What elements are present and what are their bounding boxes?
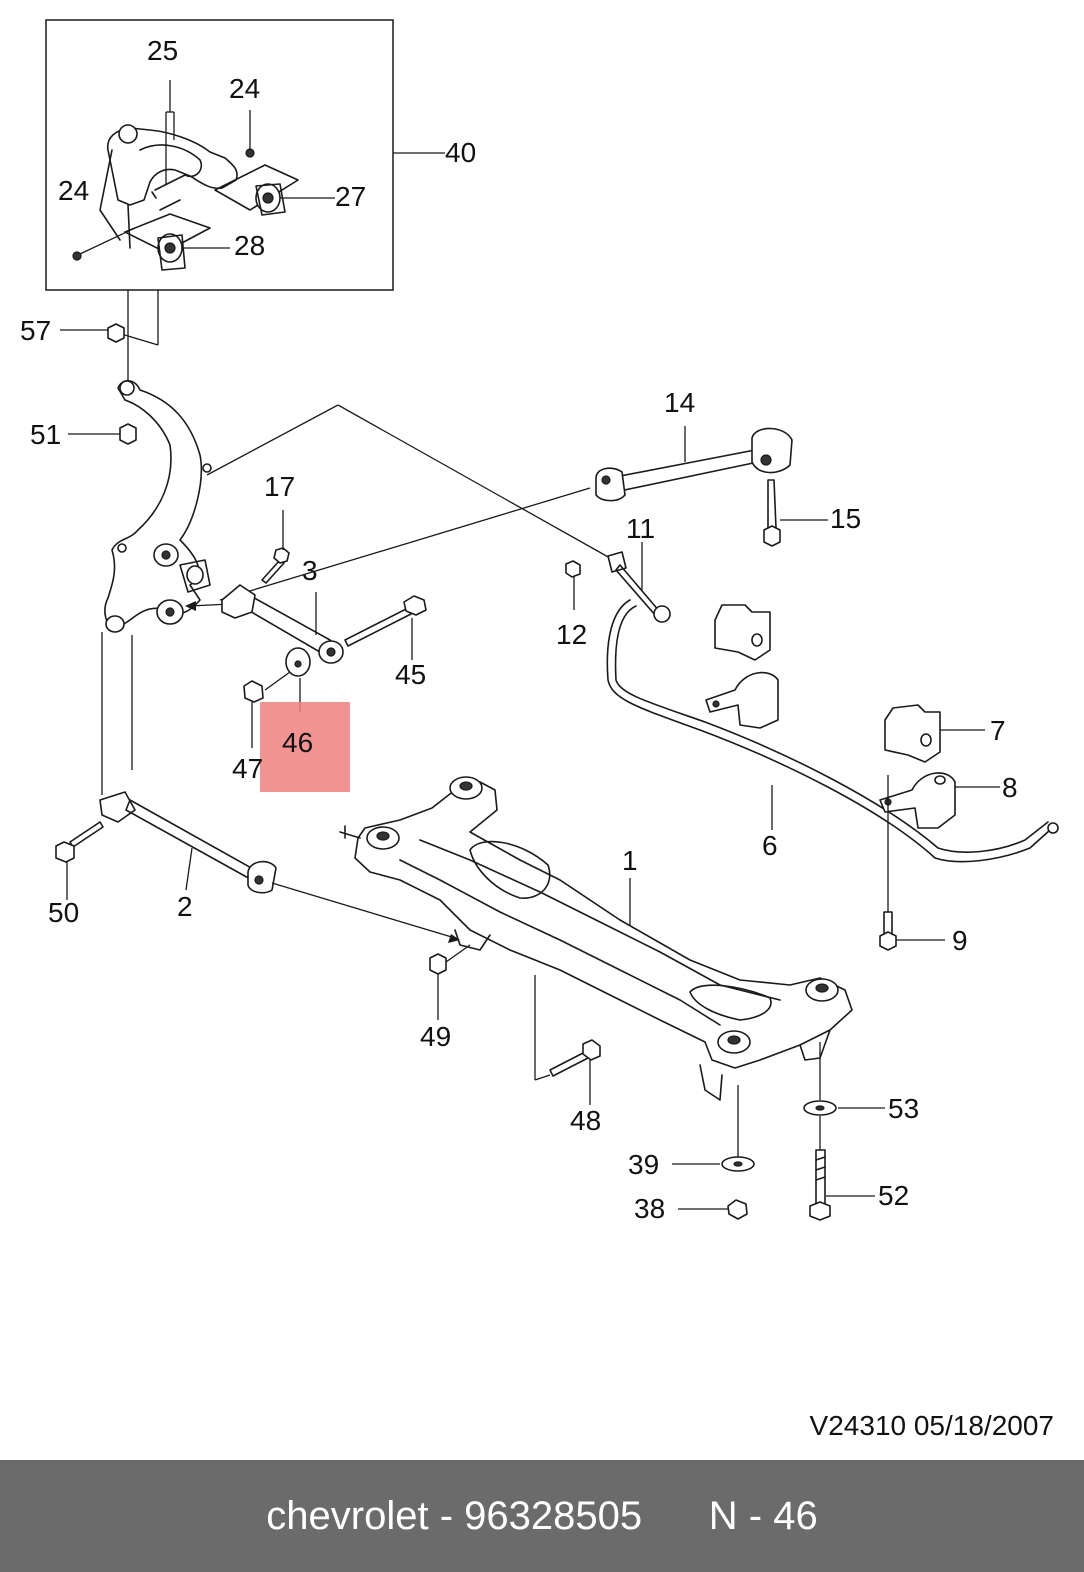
label-40: 40: [445, 137, 476, 168]
bracket-8: [879, 772, 1000, 829]
nut-49: [429, 944, 471, 1020]
footer-bar: chevrolet - 96328505 N - 46: [0, 1460, 1084, 1572]
washer-39: [672, 1085, 755, 1172]
label-24-lower: 24: [58, 175, 89, 206]
nut-51: [68, 423, 137, 445]
label-24-upper: 24: [229, 73, 260, 104]
label-50: 50: [48, 897, 79, 928]
label-17: 17: [264, 471, 295, 502]
footer-brand: chevrolet: [266, 1493, 429, 1538]
nut-38: [678, 1199, 748, 1220]
control-link-3: [221, 510, 344, 664]
trailing-link-2: [99, 632, 460, 943]
bolt-9: [879, 775, 945, 951]
label-45: 45: [395, 659, 426, 690]
label-7: 7: [990, 715, 1006, 746]
bolt-50: [55, 821, 104, 900]
nut-57: [60, 323, 125, 343]
label-49: 49: [420, 1021, 451, 1052]
bolt-15: [763, 479, 828, 547]
footer-callout: N - 46: [708, 1493, 818, 1538]
label-9: 9: [952, 925, 968, 956]
label-25: 25: [147, 35, 178, 66]
footer-gap: [642, 1494, 709, 1539]
label-27: 27: [335, 181, 366, 212]
exploded-parts-diagram: 25 24 40 24 27 28 57 14 51 17 15 11 3 12…: [20, 19, 1059, 1224]
footer-sep-1: -: [428, 1493, 465, 1538]
label-12: 12: [556, 619, 587, 650]
crossmember-1: [339, 776, 853, 1101]
knuckle: [104, 379, 231, 633]
stabilizer-bar-6: [606, 599, 1059, 863]
label-8: 8: [1002, 772, 1018, 803]
drawing-code: V24310 05/18/2007: [809, 1410, 1054, 1441]
label-53: 53: [888, 1093, 919, 1124]
highlight-box-46: [260, 702, 350, 792]
bushing-7: [884, 704, 985, 763]
bolt-48: [534, 975, 601, 1105]
footer-part-number: 96328505: [464, 1493, 643, 1538]
label-11: 11: [626, 513, 655, 544]
stabilizer-link-11: [565, 542, 671, 623]
label-57: 57: [20, 315, 51, 346]
bolt-52: [809, 1149, 875, 1221]
label-39: 39: [628, 1149, 659, 1180]
nut-47: [243, 671, 291, 748]
label-28: 28: [234, 230, 265, 261]
label-51: 51: [30, 419, 61, 450]
label-6: 6: [762, 830, 778, 861]
label-38: 38: [634, 1193, 665, 1224]
label-14: 14: [664, 387, 695, 418]
lateral-link-14: [595, 426, 793, 502]
label-48: 48: [570, 1105, 601, 1136]
label-52: 52: [878, 1180, 909, 1211]
label-3: 3: [302, 555, 318, 586]
label-46: 46: [282, 727, 313, 758]
bolt-45: [344, 595, 427, 660]
label-2: 2: [177, 891, 193, 922]
label-1: 1: [622, 845, 638, 876]
washer-53: [803, 1042, 885, 1150]
label-47: 47: [232, 753, 263, 784]
label-15: 15: [830, 503, 861, 534]
bushing-upper: [705, 604, 779, 729]
inset-box-40: [45, 19, 445, 291]
